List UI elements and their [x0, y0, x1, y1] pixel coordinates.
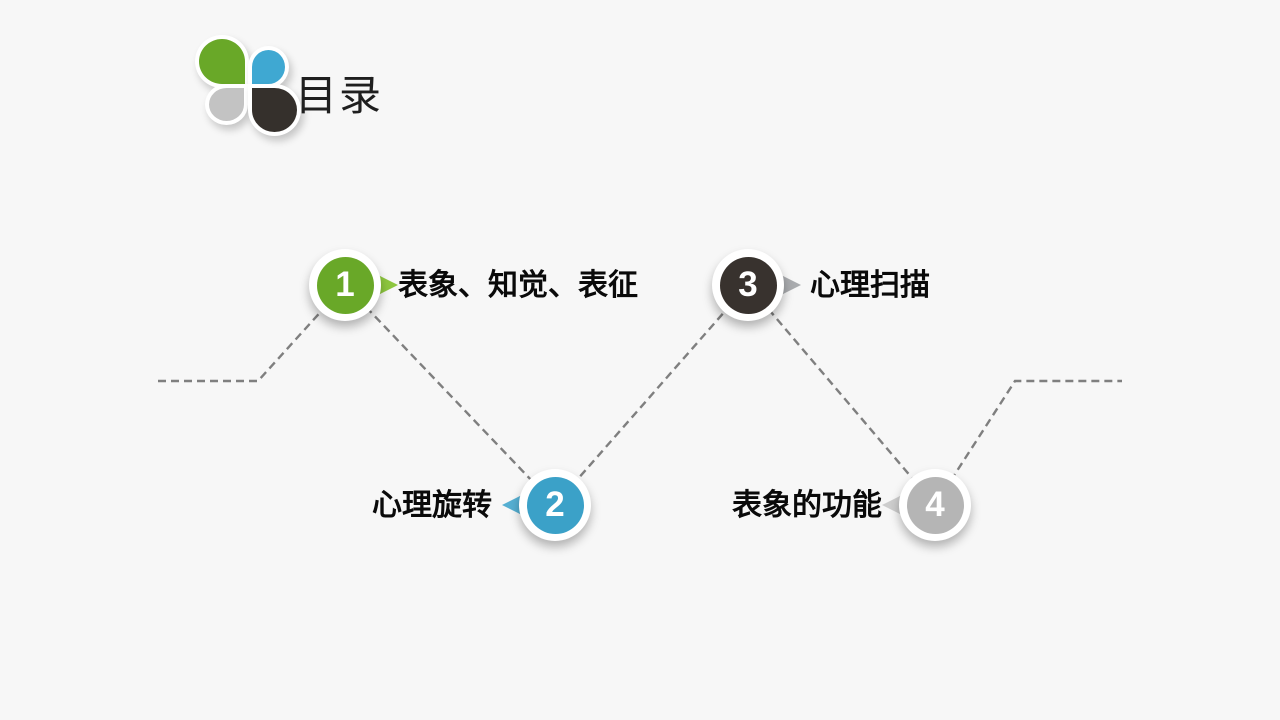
bubble-number: 1	[335, 264, 355, 304]
bubble-number: 3	[738, 264, 758, 304]
number-bubble: 1	[309, 249, 381, 321]
logo-petal-dark-icon	[248, 84, 301, 136]
toc-node-3: 3	[712, 249, 801, 321]
bubble-number: 4	[925, 484, 945, 524]
number-bubble: 3	[712, 249, 784, 321]
toc-label-2: 心理旋转	[372, 489, 492, 522]
toc-label-4: 表象的功能	[732, 489, 882, 522]
toc-node-4: 4	[882, 469, 971, 541]
clover-logo	[195, 32, 303, 140]
zigzag-dashed-line	[158, 283, 1122, 508]
number-bubble-core: 3	[719, 256, 777, 314]
number-bubble-core: 2	[526, 476, 584, 534]
toc-label-3: 心理扫描	[810, 269, 930, 302]
toc-node-2: 2	[502, 469, 591, 541]
toc-label-1: 表象、知觉、表征	[398, 269, 638, 302]
number-bubble-core: 1	[316, 256, 374, 314]
page-title: 目录	[295, 72, 384, 119]
number-bubble: 2	[519, 469, 591, 541]
toc-node-1: 1	[309, 249, 398, 321]
number-bubble-core: 4	[906, 476, 964, 534]
logo-petal-gray-icon	[205, 84, 248, 125]
number-bubble: 4	[899, 469, 971, 541]
bubble-number: 2	[545, 484, 565, 524]
logo-petal-blue-icon	[248, 46, 289, 88]
